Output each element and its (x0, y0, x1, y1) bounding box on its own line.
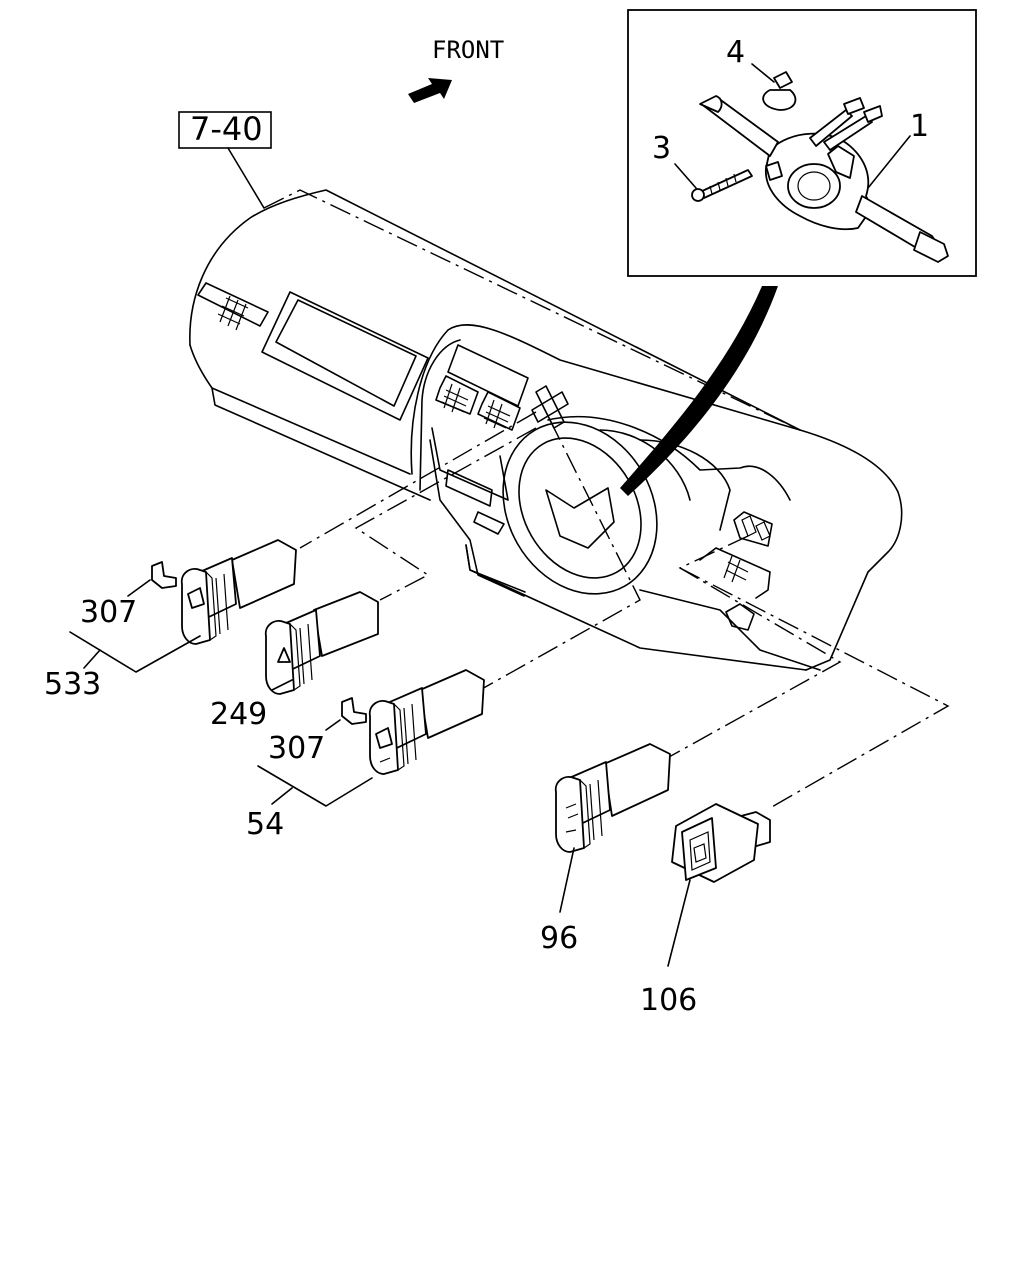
mirror-switch-illustration (671, 803, 771, 883)
callout-lines (69, 579, 691, 967)
front-indicator: FRONT (408, 36, 504, 103)
label-combination-switch: 1 (910, 109, 929, 144)
inset-box: 4 3 1 (620, 9, 977, 496)
leader-lines (263, 189, 950, 809)
reference-box: 7-40 (178, 110, 272, 209)
callout-labels: 307 533 249 307 54 96 106 (44, 595, 697, 1018)
switch-54-illustration (368, 669, 485, 775)
front-label: FRONT (432, 36, 504, 64)
dashboard-illustration (189, 189, 903, 671)
clip-307-lower-illustration (341, 697, 367, 725)
label-switch-54: 54 (246, 807, 284, 842)
label-hazard-switch-249: 249 (210, 697, 267, 732)
switch-533-illustration (180, 539, 297, 645)
label-switch-533: 533 (44, 667, 101, 702)
fog-switch-illustration (554, 743, 671, 853)
label-fog-switch-96: 96 (540, 921, 578, 956)
label-clip-307-upper: 307 (80, 595, 137, 630)
clip-307-upper-illustration (151, 561, 177, 589)
label-clip: 4 (726, 35, 745, 70)
clip-illustration (762, 71, 797, 111)
label-mirror-switch-106: 106 (640, 983, 697, 1018)
combination-switch-illustration (699, 95, 949, 263)
front-arrow-icon (408, 78, 452, 103)
label-clip-307-lower: 307 (268, 731, 325, 766)
reference-label: 7-40 (190, 110, 263, 148)
hazard-switch-illustration (264, 591, 379, 695)
label-screw: 3 (652, 131, 671, 166)
screw-illustration (691, 169, 753, 202)
